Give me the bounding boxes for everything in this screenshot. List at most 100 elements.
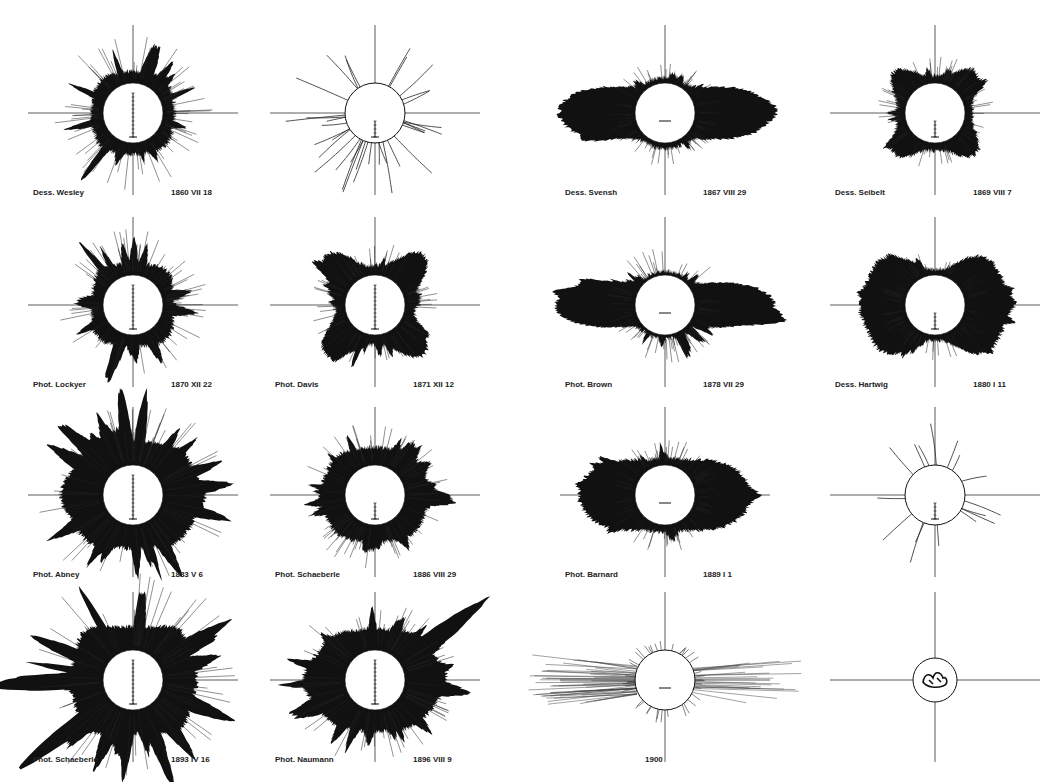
scale-tick <box>374 680 377 681</box>
corona-streak <box>396 331 414 354</box>
scale-tick <box>132 680 135 681</box>
corona-streak <box>958 138 970 151</box>
scale-tick <box>374 125 377 126</box>
corona-streak <box>126 229 130 271</box>
corona-streak <box>541 671 637 675</box>
corona-streak <box>591 672 637 676</box>
scale-tick <box>374 688 377 689</box>
scale-tick <box>374 507 377 508</box>
corona-streak <box>649 647 652 653</box>
corona-figure <box>553 217 788 387</box>
corona-streak <box>326 327 349 346</box>
corona-streak <box>401 517 422 534</box>
scale-tick <box>132 305 135 306</box>
corona-streak <box>964 130 976 137</box>
corona-streak <box>371 435 373 461</box>
corona-streak <box>365 529 370 568</box>
corona-streak <box>139 714 148 770</box>
corona-streak <box>408 480 426 485</box>
corona-streak <box>405 695 445 715</box>
corona-streak <box>405 321 416 327</box>
corona-streak <box>167 685 194 689</box>
scale-bar <box>375 503 376 519</box>
corona-streak <box>530 676 637 678</box>
corona-streak <box>969 105 991 108</box>
corona-ray <box>314 129 349 145</box>
corona-figure <box>270 592 490 762</box>
corona-streak <box>164 92 182 100</box>
corona-streak <box>667 147 669 155</box>
corona-streak <box>663 339 664 349</box>
scale-bar <box>659 313 671 314</box>
corona-streak <box>618 472 635 480</box>
corona-streak <box>623 683 635 684</box>
corona-streak <box>125 433 129 462</box>
corona-streak <box>130 339 132 351</box>
corona-streak <box>407 287 428 294</box>
corona-streak <box>83 519 109 544</box>
corona-streak <box>692 694 700 700</box>
corona-streak <box>399 704 425 730</box>
corona-streak <box>619 322 636 332</box>
corona-streak <box>685 76 692 86</box>
corona-streak <box>968 100 977 103</box>
corona-streak <box>347 255 358 275</box>
corona-streak <box>655 644 658 651</box>
corona-streak <box>359 528 365 550</box>
corona-streak <box>150 142 171 177</box>
corona-streak <box>166 688 230 703</box>
corona-streak <box>678 76 680 82</box>
scale-tick <box>132 325 135 326</box>
date-label: 1883 V 6 <box>171 571 203 579</box>
corona-streak <box>686 79 692 87</box>
corona-streak <box>145 240 158 273</box>
corona-figure <box>28 217 238 387</box>
corona-ray <box>356 141 365 169</box>
corona-streak <box>167 304 203 305</box>
corona-ray <box>962 509 995 524</box>
corona-streak <box>647 337 652 350</box>
corona-ray <box>919 446 929 466</box>
corona-streak <box>162 645 188 661</box>
corona-streak <box>645 451 651 464</box>
corona-streak <box>151 254 165 276</box>
scale-tick <box>129 329 137 330</box>
corona-streak <box>102 49 118 83</box>
corona-streak <box>106 712 123 767</box>
corona-streak <box>409 683 436 685</box>
scale-tick <box>934 317 937 318</box>
corona-streak <box>350 333 356 342</box>
corona-streak <box>93 243 115 277</box>
corona-figure <box>270 217 480 387</box>
date-label: 1867 VIII 29 <box>703 189 746 197</box>
moon-disk <box>905 465 965 525</box>
corona-streak <box>367 529 370 552</box>
corona-streak <box>699 496 711 498</box>
corona-streak <box>326 272 347 286</box>
corona-streak <box>371 440 373 461</box>
scale-tick <box>132 133 135 134</box>
corona-streak <box>698 121 714 125</box>
corona-streak <box>318 280 344 291</box>
corona-streak <box>689 271 699 281</box>
corona-streak <box>878 101 901 106</box>
corona-streak <box>926 338 929 353</box>
corona-streak <box>110 423 122 463</box>
corona-streak <box>125 147 130 190</box>
sketch-mark <box>923 673 947 687</box>
corona-streak <box>160 701 211 740</box>
date-label: 1900 <box>645 756 663 764</box>
corona-streak <box>164 693 199 708</box>
corona-streak <box>666 339 668 359</box>
scale-tick <box>132 475 135 476</box>
corona-streak <box>314 702 349 731</box>
observer-label: Phot. Schaeberle <box>275 571 340 579</box>
moon-disk <box>103 275 163 335</box>
corona-streak <box>894 127 904 131</box>
corona-streak <box>348 334 357 348</box>
corona-streak <box>355 527 363 550</box>
scale-tick <box>132 321 135 322</box>
corona-figure <box>270 407 480 577</box>
corona-streak <box>696 474 709 480</box>
